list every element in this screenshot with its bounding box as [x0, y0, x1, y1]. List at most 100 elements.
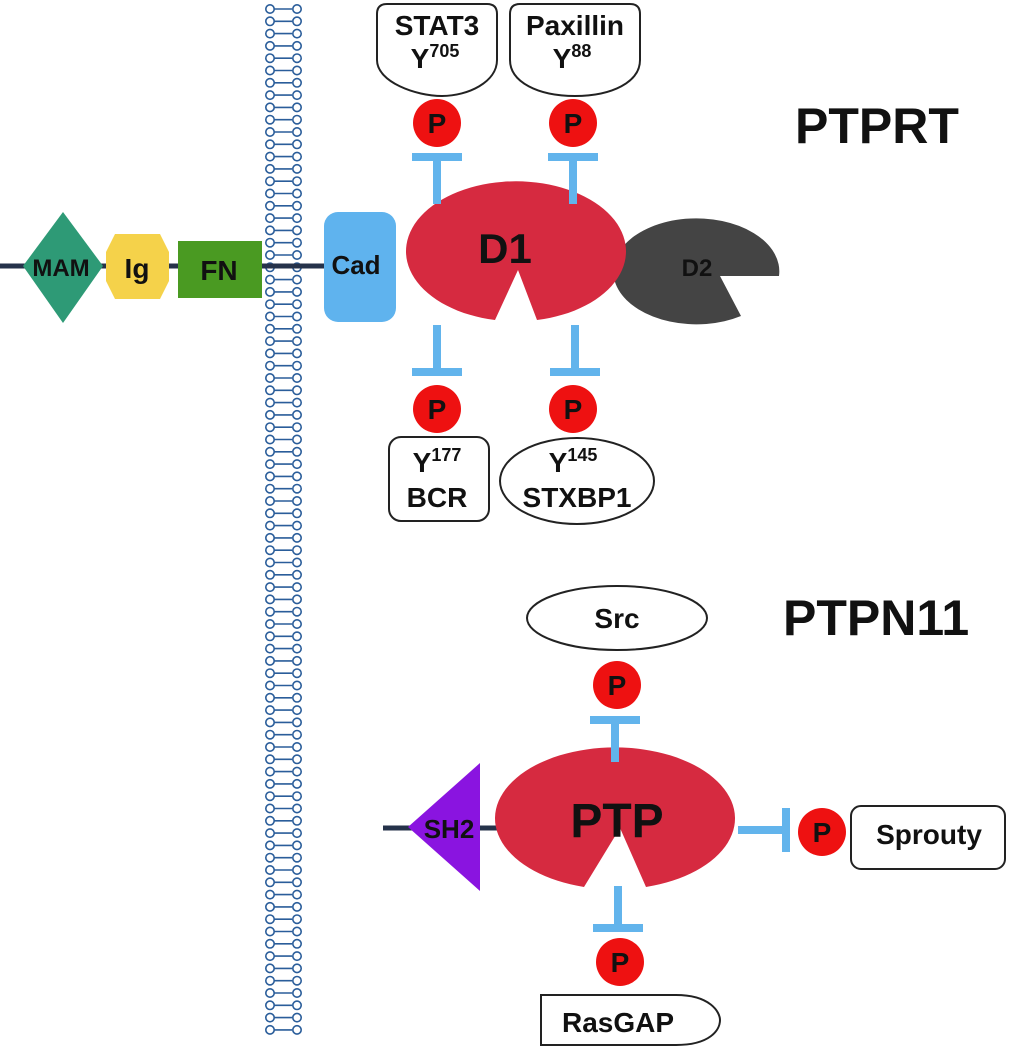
phospholipid-pair — [264, 791, 302, 802]
lipid-head — [264, 791, 275, 802]
lipid-head — [264, 668, 275, 679]
phospholipid-pair — [264, 151, 302, 162]
lipid-head — [264, 926, 275, 937]
lipid-head — [291, 323, 302, 334]
phospholipid-pair — [264, 852, 302, 863]
ptp-shape — [495, 747, 736, 887]
inhibition-stxbp1 — [550, 325, 600, 376]
phospho-circle — [593, 661, 641, 709]
phospho-rasgap: P — [596, 938, 644, 986]
phospho-circle — [596, 938, 644, 986]
lipid-head — [264, 139, 275, 150]
phospholipid-pair — [264, 213, 302, 224]
lipid-head — [264, 692, 275, 703]
phospholipid-pair — [264, 520, 302, 531]
lipid-head — [264, 840, 275, 851]
d1-shape — [405, 181, 626, 320]
phospholipid-pair — [264, 864, 302, 875]
lipid-head — [291, 225, 302, 236]
phospholipid-pair — [264, 53, 302, 64]
lipid-head — [264, 987, 275, 998]
lipid-head — [264, 557, 275, 568]
lipid-head — [291, 237, 302, 248]
lipid-head — [291, 385, 302, 396]
lipid-head — [264, 360, 275, 371]
lipid-head — [291, 828, 302, 839]
stat3-site-letter: Y — [411, 43, 430, 74]
lipid-head — [264, 815, 275, 826]
lipid-head — [264, 127, 275, 138]
lipid-head — [291, 987, 302, 998]
phospholipid-pair — [264, 385, 302, 396]
lipid-head — [291, 815, 302, 826]
d2-label: D2 — [682, 255, 713, 282]
phospholipid-pair — [264, 1024, 302, 1035]
phospho-label: P — [564, 108, 583, 139]
lipid-head — [264, 951, 275, 962]
phospholipid-pair — [264, 668, 302, 679]
lipid-head — [291, 446, 302, 457]
lipid-head — [264, 914, 275, 925]
phospholipid-pair — [264, 28, 302, 39]
substrate-stat3: STAT3 Y705 — [376, 3, 498, 98]
lipid-head — [264, 188, 275, 199]
stat3-site: Y705 — [411, 41, 460, 74]
paxillin-name: Paxillin — [526, 10, 624, 41]
phospholipid-pair — [264, 299, 302, 310]
phospholipid-pair — [264, 680, 302, 691]
bcr-name: BCR — [407, 482, 468, 513]
lipid-head — [291, 139, 302, 150]
lipid-head — [291, 532, 302, 543]
lipid-head — [291, 311, 302, 322]
phospholipid-pair — [264, 557, 302, 568]
lipid-head — [264, 582, 275, 593]
lipid-head — [264, 446, 275, 457]
phospholipid-pair — [264, 766, 302, 777]
lipid-head — [264, 471, 275, 482]
ig-shape — [106, 234, 169, 299]
lipid-head — [291, 545, 302, 556]
lipid-head — [291, 864, 302, 875]
lipid-head — [264, 938, 275, 949]
lipid-head — [291, 692, 302, 703]
lipid-head — [264, 520, 275, 531]
phospholipid-pair — [264, 163, 302, 174]
phospholipid-pair — [264, 569, 302, 580]
lipid-head — [264, 151, 275, 162]
stxbp1-site: Y145 — [549, 445, 598, 478]
lipid-head — [291, 840, 302, 851]
lipid-head — [291, 1024, 302, 1035]
phospholipid-pair — [264, 176, 302, 187]
fn-label: FN — [200, 255, 237, 286]
phospholipid-pair — [264, 336, 302, 347]
lipid-head — [291, 557, 302, 568]
phospholipid-pair — [264, 975, 302, 986]
substrate-paxillin-shape — [509, 3, 641, 98]
phospholipid-pair — [264, 250, 302, 261]
inhibition-rasgap — [593, 886, 643, 932]
lipid-head — [291, 938, 302, 949]
phospholipid-pair — [264, 422, 302, 433]
phospho-circle — [549, 385, 597, 433]
cad-shape — [324, 212, 396, 322]
phospho-stxbp1: P — [549, 385, 597, 433]
ptpn11-title: PTPN11 — [783, 590, 969, 646]
substrate-sprouty: Sprouty — [850, 805, 1006, 870]
phospholipid-pair — [264, 139, 302, 150]
inhibition-paxillin — [548, 153, 598, 204]
bcr-site: Y177 — [413, 445, 462, 478]
lipid-head — [291, 975, 302, 986]
substrate-stxbp1: Y145 STXBP1 — [499, 437, 655, 525]
lipid-head — [291, 582, 302, 593]
lipid-head — [291, 606, 302, 617]
phospholipid-pair — [264, 987, 302, 998]
bcr-site-letter: Y — [413, 447, 432, 478]
lipid-head — [291, 1012, 302, 1023]
substrate-stat3-shape — [376, 3, 498, 98]
lipid-head — [264, 336, 275, 347]
fn-domain: FN — [178, 241, 262, 298]
substrate-src: Src — [526, 585, 708, 651]
phospholipid-pair — [264, 951, 302, 962]
lipid-head — [291, 778, 302, 789]
lipid-head — [291, 766, 302, 777]
